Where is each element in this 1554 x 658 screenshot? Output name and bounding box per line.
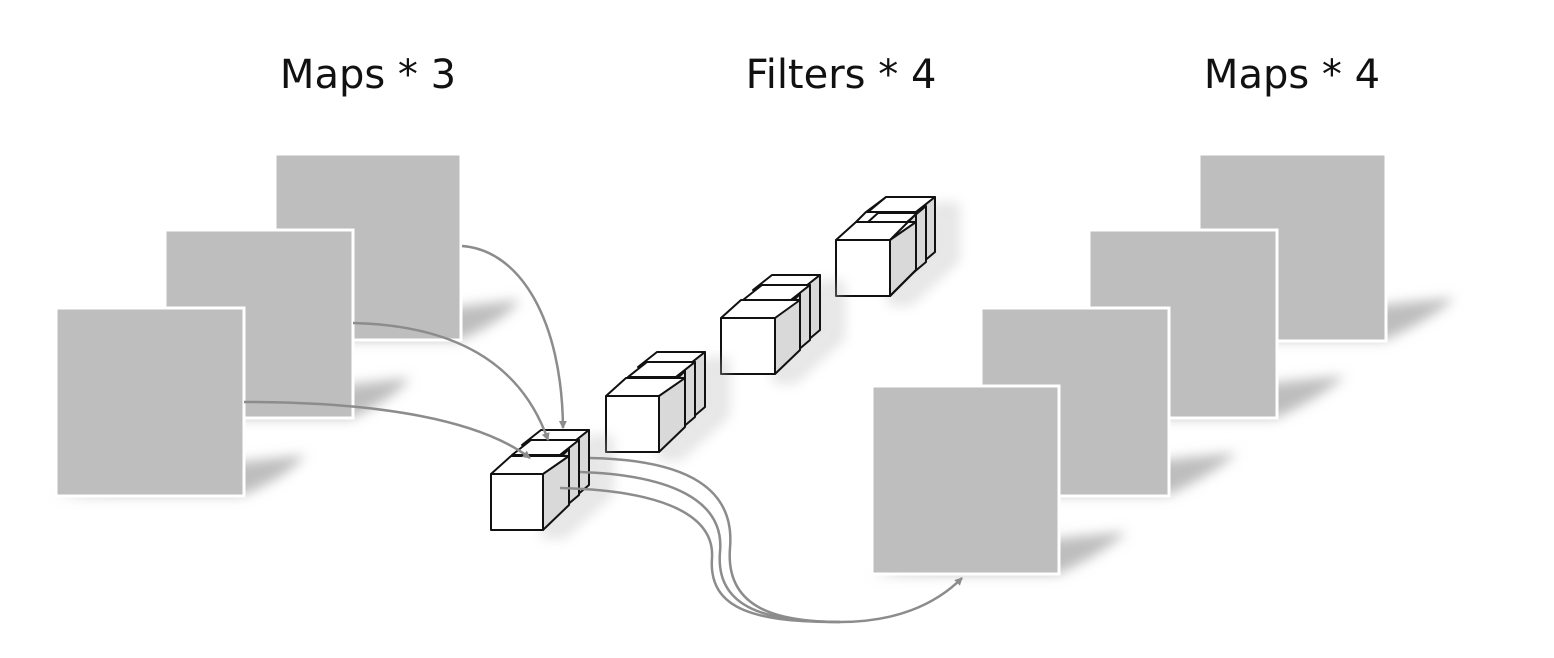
output-maps [870, 152, 1455, 576]
filters-heading: Filters * 4 [745, 52, 937, 98]
filter-2 [605, 351, 728, 459]
input-map-3 [54, 306, 305, 498]
arrow-filter-layer-3-to-output [559, 486, 841, 624]
output-map-4 [870, 384, 1127, 576]
output-map-4-square [870, 384, 1061, 576]
output-arrows [559, 456, 963, 624]
filter-1 [490, 429, 612, 537]
filter-3 [720, 274, 843, 382]
arrow-to-output-map-4 [839, 577, 963, 624]
arrow-input-map-3-to-filter [243, 400, 531, 459]
input-maps [54, 152, 520, 498]
output-maps-heading: Maps * 4 [1203, 52, 1381, 98]
input-arrows [243, 244, 567, 459]
filters [490, 196, 958, 537]
input-map-3-square [54, 306, 246, 498]
arrow-input-map-2-to-filter [352, 321, 550, 441]
input-maps-heading: Maps * 3 [279, 52, 457, 98]
filter-4 [835, 196, 958, 304]
arrow-input-map-1-to-filter [461, 244, 567, 429]
arrow-filter-layer-1-to-output [589, 456, 841, 624]
arrow-filter-layer-2-to-output [579, 470, 841, 624]
